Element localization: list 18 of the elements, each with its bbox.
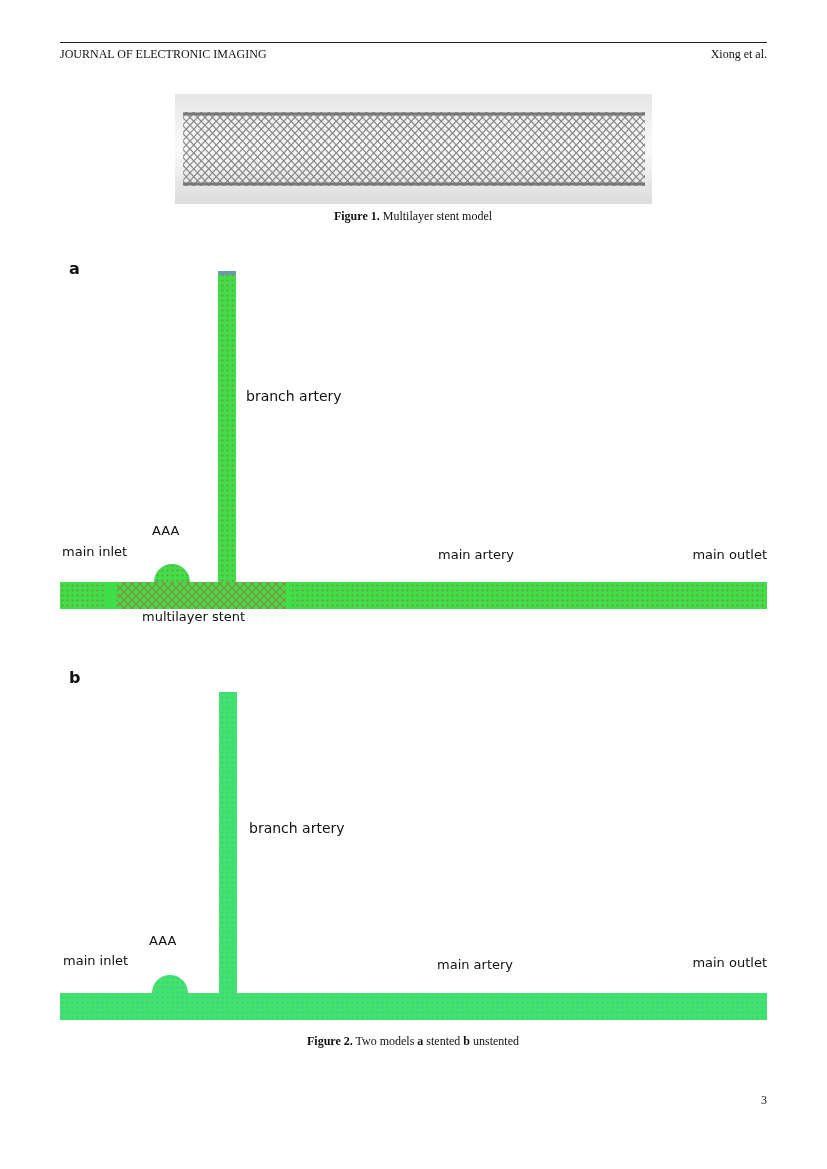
part-label: multilayer stent: [142, 610, 246, 623]
part-label: branch artery: [249, 821, 345, 835]
panel-letter: b: [69, 670, 81, 686]
part-label: main artery: [438, 548, 515, 561]
figure-caption: Figure 2. Two models a stented b unstented: [306, 1035, 520, 1047]
part-label: main outlet: [692, 956, 767, 969]
author-header: Xiong et al.: [710, 48, 767, 60]
part-label: main artery: [437, 958, 514, 971]
part-label: main inlet: [62, 545, 128, 558]
page-number: 3: [761, 1094, 767, 1106]
part-label: branch artery: [246, 389, 342, 403]
part-label: main inlet: [63, 954, 129, 967]
part-label: AAA: [152, 524, 180, 537]
part-label: main outlet: [692, 548, 767, 561]
part-label: AAA: [149, 934, 177, 947]
panel-letter: a: [69, 261, 80, 277]
figure-caption: Figure 1. Multilayer stent model: [333, 210, 493, 222]
running-header: JOURNAL OF ELECTRONIC IMAGING: [60, 48, 267, 60]
